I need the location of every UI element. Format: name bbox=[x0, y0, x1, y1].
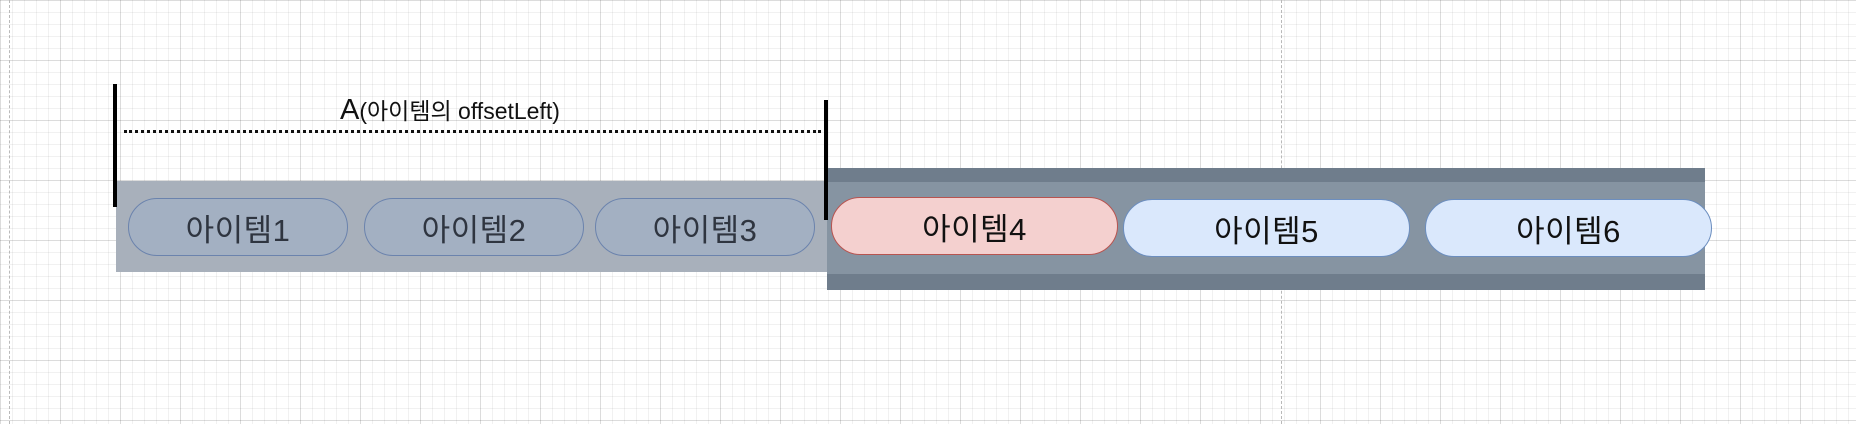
item-5: 아이템5 bbox=[1123, 199, 1410, 257]
measure-start-tick bbox=[113, 84, 117, 207]
item-3: 아이템3 bbox=[595, 198, 815, 256]
measure-end-tick bbox=[824, 100, 828, 220]
page-guide-left bbox=[9, 0, 10, 424]
item-2: 아이템2 bbox=[364, 198, 584, 256]
item-4: 아이템4 bbox=[831, 197, 1118, 255]
offset-measure-label: A(아이템의 offsetLeft) bbox=[340, 92, 560, 127]
measure-description: (아이템의 offsetLeft) bbox=[359, 98, 560, 124]
item-6: 아이템6 bbox=[1425, 199, 1712, 257]
measure-letter: A bbox=[340, 94, 360, 126]
offset-measure-line bbox=[124, 130, 821, 133]
item-1: 아이템1 bbox=[128, 198, 348, 256]
